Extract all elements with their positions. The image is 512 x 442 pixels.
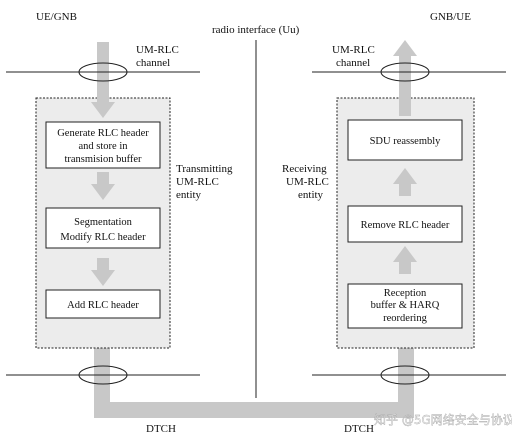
radio-interface-label: radio interface (Uu)	[212, 24, 300, 36]
rx-box-sdu-reassembly	[347, 119, 463, 161]
bottom-channel-ring-left	[78, 365, 128, 385]
entity-left-line2: UM-RLC	[176, 176, 219, 188]
tx-box-add-header	[45, 289, 161, 319]
rx-output-arrow-shaft	[399, 56, 411, 116]
rx-output-arrowhead	[393, 40, 417, 56]
tx-arrow-1-head	[91, 184, 115, 200]
rx-box-remove-header	[347, 205, 463, 243]
watermark-text: 知乎 @5G网络安全与协议	[374, 412, 512, 427]
entity-left-line1: Transmitting	[176, 163, 233, 175]
rx-box-2-line1: Remove RLC header	[361, 220, 450, 231]
tx-arrow-1-shaft	[97, 172, 109, 184]
rx-arrow-1-shaft	[399, 184, 411, 196]
top-channel-ring-left	[78, 62, 128, 82]
dtch-left-label: DTCH	[146, 423, 176, 435]
title-left: UE/GNB	[36, 11, 77, 23]
tx-box-2-line2: Modify RLC header	[60, 232, 146, 243]
rx-box-1-line1: SDU reassembly	[370, 136, 442, 147]
tx-box-1-line3: transmision buffer	[64, 154, 142, 165]
rx-arrow-2-head	[393, 246, 417, 262]
top-channel-ring-right	[380, 62, 430, 82]
channel-left-line1: UM-RLC	[136, 44, 179, 56]
tx-box-3-line1: Add RLC header	[67, 300, 139, 311]
bottom-channel-ring-right	[380, 365, 430, 385]
tx-input-arrowhead	[91, 102, 115, 118]
dtch-right-label: DTCH	[344, 423, 374, 435]
rx-box-3-line3: reordering	[383, 313, 427, 324]
rx-arrow-2-shaft	[399, 262, 411, 274]
tx-box-1-line2: and store in	[79, 141, 129, 152]
tx-box-2-line1: Segmentation	[74, 217, 132, 228]
entity-right-line2: UM-RLC	[286, 176, 329, 188]
rx-arrow-1-head	[393, 168, 417, 184]
tx-box-segmentation	[45, 207, 161, 249]
channel-left-line2: channel	[136, 57, 170, 69]
watermark: 知乎 @5G网络安全与协议	[374, 412, 512, 427]
entity-left-line3: entity	[176, 189, 202, 201]
rx-box-reception-buffer	[347, 283, 463, 329]
channel-right-line2: channel	[336, 57, 370, 69]
entity-right-line1: Receiving	[282, 163, 327, 175]
tx-box-1-line1: Generate RLC header	[57, 128, 149, 139]
tx-box-generate-header	[45, 121, 161, 169]
tx-arrow-2-head	[91, 270, 115, 286]
tx-arrow-2-shaft	[97, 258, 109, 270]
rx-box-3-line1: Reception	[384, 288, 427, 299]
channel-right-line1: UM-RLC	[332, 44, 375, 56]
entity-right-line3: entity	[298, 189, 324, 201]
rx-box-3-line2: buffer & HARQ	[371, 300, 440, 311]
title-right: GNB/UE	[430, 11, 471, 23]
